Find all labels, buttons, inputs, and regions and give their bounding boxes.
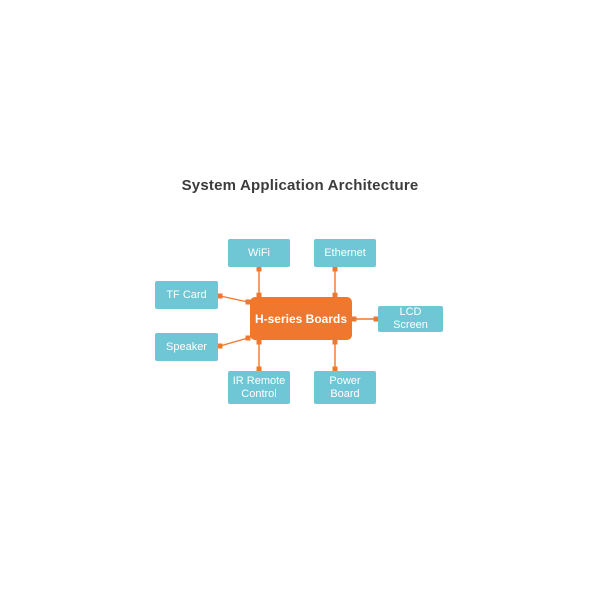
- node-wifi: WiFi: [228, 239, 290, 267]
- diagram-title: System Application Architecture: [181, 177, 419, 194]
- connector-tf-card: [217, 293, 251, 305]
- connector-ethernet: [332, 266, 338, 298]
- node-power-board: Power Board: [314, 371, 376, 404]
- node-tf-card: TF Card: [155, 281, 218, 309]
- connector-ir-remote: [256, 339, 262, 372]
- connector-speaker: [217, 335, 251, 349]
- connector-wifi: [256, 266, 262, 298]
- node-h-series-boards: H-series Boards: [250, 297, 352, 340]
- node-speaker: Speaker: [155, 333, 218, 361]
- connector-lcd-screen: [351, 316, 379, 322]
- node-ethernet: Ethernet: [314, 239, 376, 267]
- connector-power-board: [332, 339, 338, 372]
- node-lcd-screen: LCD Screen: [378, 306, 443, 332]
- node-ir-remote-control: IR Remote Control: [228, 371, 290, 404]
